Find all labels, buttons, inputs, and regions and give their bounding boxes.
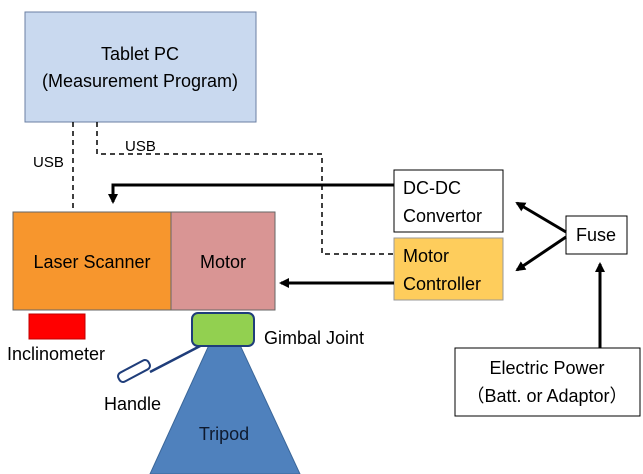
- inclinometer-label: Inclinometer: [7, 344, 105, 364]
- handle-grip-icon: [117, 359, 151, 383]
- motor-controller-box: [393, 237, 504, 301]
- tripod-shape: [149, 344, 301, 474]
- arrow-dcdc-to-laser: [108, 183, 394, 204]
- laser-scanner-label: Laser Scanner: [33, 252, 150, 272]
- dcdc-label-line2: Convertor: [403, 206, 482, 226]
- dcdc-convertor-box: [393, 169, 504, 233]
- usb-label-right: USB: [125, 138, 156, 155]
- fuse-box: [565, 215, 628, 255]
- tablet-pc-sublabel: (Measurement Program): [42, 71, 238, 91]
- electric-power-box: [454, 347, 641, 417]
- gimbal-joint-box: [191, 312, 255, 347]
- tablet-pc-label: Tablet PC: [101, 44, 179, 64]
- tripod-label: Tripod: [199, 424, 249, 444]
- electric-power-label-line1: Electric Power: [489, 358, 604, 378]
- inclinometer-box: [28, 313, 86, 340]
- tablet-pc-box: [24, 11, 257, 123]
- arrow-fuse-to-controller: [515, 235, 567, 272]
- motor-label: Motor: [200, 252, 246, 272]
- gimbal-joint-label: Gimbal Joint: [264, 328, 364, 348]
- dcdc-label-line1: DC-DC: [403, 178, 461, 198]
- usb-label-left: USB: [33, 154, 64, 171]
- motor-box: [170, 211, 276, 311]
- arrow-fuse-to-dcdc: [515, 201, 567, 234]
- motor-controller-label-line1: Motor: [403, 246, 449, 266]
- motor-controller-label-line2: Controller: [403, 274, 481, 294]
- handle-label: Handle: [104, 394, 161, 414]
- usb-line-controller: [96, 122, 395, 255]
- handle-shaft: [149, 342, 205, 374]
- fuse-label: Fuse: [576, 225, 616, 245]
- laser-scanner-box: [12, 211, 172, 311]
- electric-power-label-line2: （Batt. or Adaptor）: [466, 386, 627, 406]
